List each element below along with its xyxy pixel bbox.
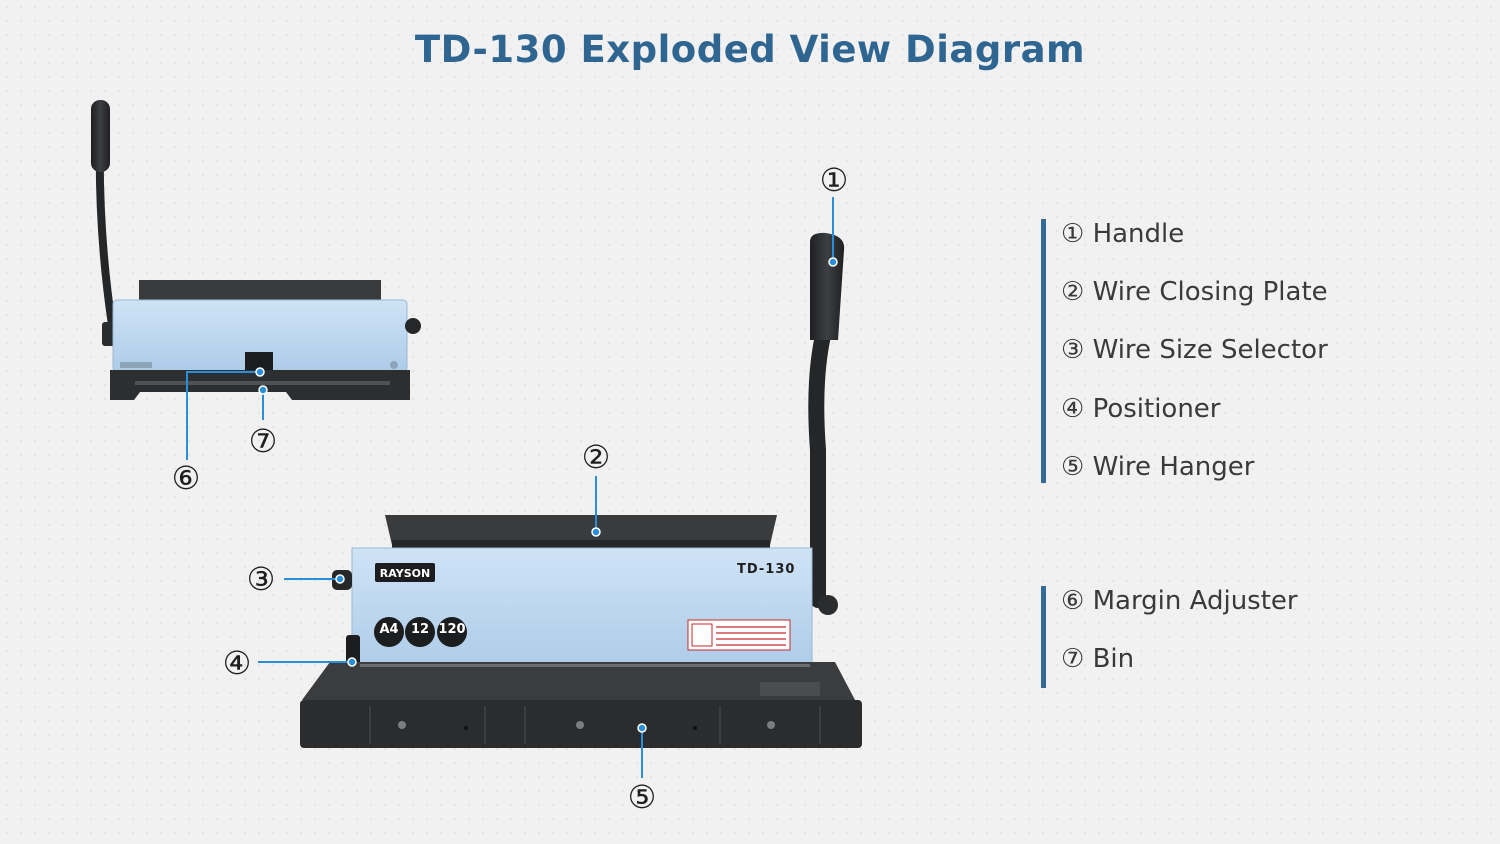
callout-dot-6 (255, 367, 265, 377)
legend-item-wire-closing-plate: ② Wire Closing Plate (1061, 277, 1328, 308)
legend-group-side-parts: ⑥ Margin Adjuster ⑦ Bin (1041, 586, 1298, 688)
brand-badge (375, 563, 435, 582)
callout-dot-3 (335, 574, 345, 584)
legend-item-wire-size-selector: ③ Wire Size Selector (1061, 335, 1328, 366)
front-view-wire-closing-plate (385, 515, 777, 545)
callout-number-4: ④ (223, 644, 252, 682)
badge-a4: A4 (379, 622, 398, 637)
front-view-machine: RAYSON TD-130 A4 12 120 (300, 232, 862, 748)
front-view-lever (808, 312, 835, 608)
side-view-top-plate (139, 280, 381, 302)
callout-dot-5 (637, 723, 647, 733)
callout-dot-7 (258, 385, 268, 395)
callout-number-2: ② (582, 438, 611, 476)
callout-number-6: ⑥ (172, 459, 201, 497)
callout-lines (186, 197, 838, 778)
badge-120: 120 (438, 622, 465, 637)
legend-item-positioner: ④ Positioner (1061, 393, 1221, 424)
callout-number-7: ⑦ (249, 422, 278, 460)
legend-group-main-parts: ① Handle ② Wire Closing Plate ③ Wire Siz… (1041, 219, 1328, 483)
callout-dot-4 (347, 657, 357, 667)
legend-item-wire-hanger: ⑤ Wire Hanger (1061, 451, 1255, 482)
legend-item-handle: ① Handle (1061, 219, 1185, 249)
model-label: TD-130 (737, 562, 795, 577)
callout-number-3: ③ (247, 560, 276, 598)
side-view-margin-adjuster (245, 352, 273, 374)
legend-item-bin: ⑦ Bin (1061, 644, 1135, 675)
callout-number-5: ⑤ (628, 778, 657, 816)
callout-line-6 (186, 371, 260, 460)
callout-number-1: ① (820, 161, 849, 199)
callout-dot-2 (591, 527, 601, 537)
callout-dot-1 (828, 257, 838, 267)
side-view-knob (405, 318, 421, 334)
brand-label: RAYSON (380, 567, 430, 580)
front-view-handle-grip (810, 232, 845, 340)
side-view-handle-grip (91, 100, 110, 172)
page-title: TD-130 Exploded View Diagram (414, 28, 1086, 71)
badge-12: 12 (411, 622, 429, 637)
side-view-machine (91, 100, 421, 400)
front-view-lever-hub (818, 595, 838, 615)
legend-item-margin-adjuster: ⑥ Margin Adjuster (1061, 586, 1298, 616)
front-view-base-top (302, 662, 855, 700)
